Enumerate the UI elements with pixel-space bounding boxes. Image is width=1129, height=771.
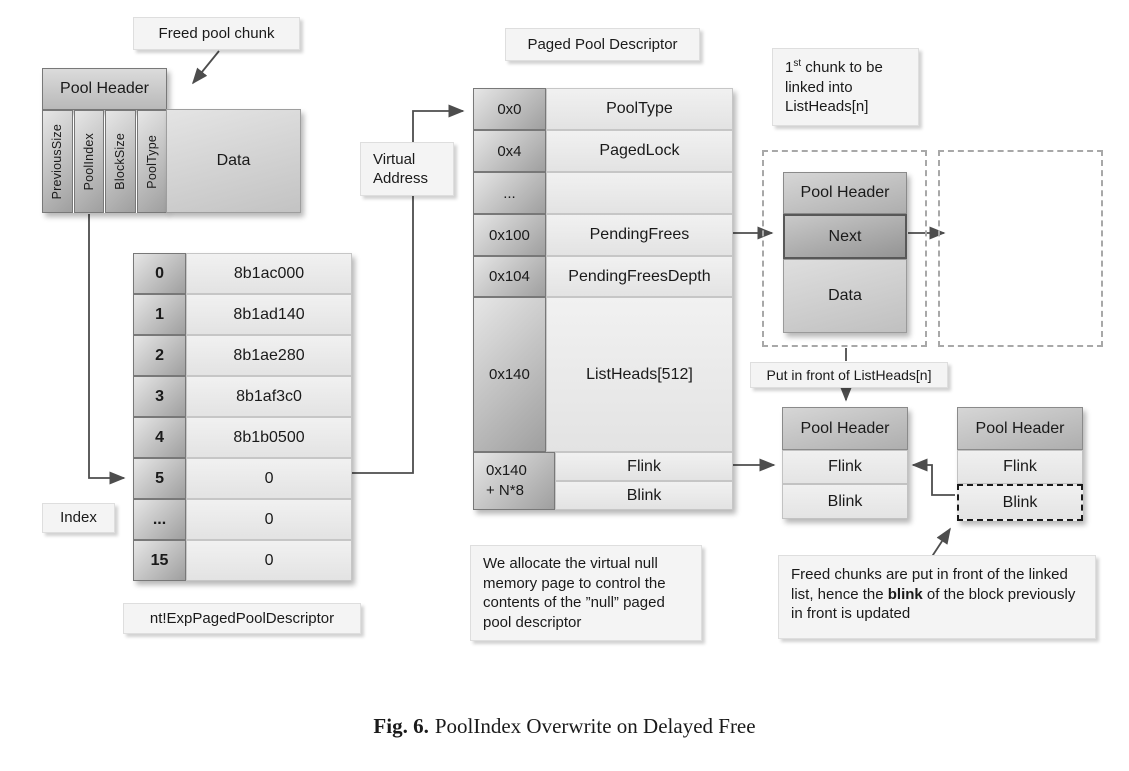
table-row: 0x100 PendingFrees bbox=[473, 214, 733, 256]
arrow-freed-pool-chunk bbox=[191, 50, 220, 85]
index-cell: 0 bbox=[133, 253, 187, 294]
value-cell: 0 bbox=[186, 499, 352, 540]
paged-pool-descriptor-label: Paged Pool Descriptor bbox=[505, 28, 700, 61]
index-cell: ... bbox=[133, 499, 187, 540]
offset-line1: 0x140 bbox=[486, 461, 527, 479]
freed-pool-chunk-label: Freed pool chunk bbox=[133, 17, 300, 50]
figure-caption: Fig. 6.PoolIndex Overwrite on Delayed Fr… bbox=[0, 714, 1129, 739]
field-cell: PendingFreesDepth bbox=[545, 256, 733, 297]
index-cell: 1 bbox=[133, 294, 187, 335]
list-node-a: Pool Header Flink Blink bbox=[782, 407, 908, 519]
table-row: 0x140 + N*8 Flink Blink bbox=[473, 452, 733, 510]
field-cell bbox=[545, 172, 733, 214]
value-cell: 8b1af3c0 bbox=[186, 376, 352, 417]
list-node-b-flink: Flink bbox=[957, 450, 1083, 484]
index-cell: 2 bbox=[133, 335, 187, 376]
value-cell: 8b1b0500 bbox=[186, 417, 352, 458]
field-cell: ListHeads[512] bbox=[545, 297, 733, 452]
list-node-a-header: Pool Header bbox=[782, 407, 908, 450]
field-poolindex: PoolIndex bbox=[73, 110, 104, 213]
field-previoussize-label: PreviousSize bbox=[50, 123, 65, 200]
list-node-a-blink: Blink bbox=[782, 484, 908, 519]
arrow-note-to-blink bbox=[930, 527, 951, 559]
freed-chunk-pool-header: Pool Header bbox=[42, 68, 167, 110]
offset-cell: 0x140 bbox=[473, 297, 546, 452]
table-row: ... bbox=[473, 172, 733, 214]
arrow-nodeb-blink-to-nodea bbox=[911, 458, 955, 496]
list-node-a-flink: Flink bbox=[782, 450, 908, 484]
freed-chunk-fields: PreviousSize PoolIndex BlockSize PoolTyp… bbox=[42, 110, 167, 213]
null-page-note: We allocate the virtual null memory page… bbox=[470, 545, 702, 641]
field-cell: PoolType bbox=[545, 88, 733, 130]
descriptor-flink-cell: Flink bbox=[555, 452, 733, 481]
flink-blink-cells: Flink Blink bbox=[555, 452, 733, 510]
first-chunk-text: 1st chunk to be linked into ListHeads[n] bbox=[785, 58, 883, 115]
field-blocksize: BlockSize bbox=[105, 110, 136, 213]
offset-cell: 0x100 bbox=[473, 214, 546, 256]
first-chunk-label: 1st chunk to be linked into ListHeads[n] bbox=[772, 48, 919, 126]
next-chunk-dashed-frame bbox=[938, 150, 1103, 347]
index-cell: 5 bbox=[133, 458, 187, 499]
caption-text: PoolIndex Overwrite on Delayed Free bbox=[434, 714, 756, 738]
value-cell: 0 bbox=[186, 458, 352, 499]
paged-pool-descriptor-table: 0x0 PoolType 0x4 PagedLock ... 0x100 Pen… bbox=[473, 88, 733, 510]
list-node-b-header: Pool Header bbox=[957, 407, 1083, 450]
freed-chunks-note-text: Freed chunks are put in front of the lin… bbox=[791, 566, 1076, 622]
offset-cell: 0x4 bbox=[473, 130, 546, 172]
table-row: 15 0 bbox=[133, 540, 352, 581]
value-cell: 8b1ac000 bbox=[186, 253, 352, 294]
table-row: 4 8b1b0500 bbox=[133, 417, 352, 458]
put-in-front-label: Put in front of ListHeads[n] bbox=[750, 362, 948, 388]
table-row: 0x4 PagedLock bbox=[473, 130, 733, 172]
table-row: 0x104 PendingFreesDepth bbox=[473, 256, 733, 297]
virtual-address-label: Virtual Address bbox=[360, 142, 454, 196]
field-previoussize: PreviousSize bbox=[42, 110, 73, 213]
field-pooltype: PoolType bbox=[136, 110, 167, 213]
field-cell: PendingFrees bbox=[545, 214, 733, 256]
offset-cell: 0x104 bbox=[473, 256, 546, 297]
field-pooltype-label: PoolType bbox=[144, 134, 159, 189]
field-cell: PagedLock bbox=[545, 130, 733, 172]
index-cell: 15 bbox=[133, 540, 187, 581]
pending-chunk: Pool Header Next Data bbox=[783, 172, 907, 333]
freed-chunks-note: Freed chunks are put in front of the lin… bbox=[778, 555, 1096, 639]
table-row: 0x140 ListHeads[512] bbox=[473, 297, 733, 452]
table-row: ... 0 bbox=[133, 499, 352, 540]
freed-chunk-data: Data bbox=[166, 109, 301, 213]
list-node-b-blink: Blink bbox=[957, 484, 1083, 521]
index-table: 0 8b1ac000 1 8b1ad140 2 8b1ae280 3 8b1af… bbox=[133, 253, 352, 581]
pending-chunk-header: Pool Header bbox=[783, 172, 907, 214]
table-row: 0 8b1ac000 bbox=[133, 253, 352, 294]
index-cell: 4 bbox=[133, 417, 187, 458]
table-row: 0x0 PoolType bbox=[473, 88, 733, 130]
value-cell: 8b1ad140 bbox=[186, 294, 352, 335]
descriptor-blink-cell: Blink bbox=[555, 481, 733, 510]
field-poolindex-label: PoolIndex bbox=[81, 132, 96, 191]
pending-chunk-next: Next bbox=[783, 214, 907, 259]
pending-chunk-data: Data bbox=[783, 259, 907, 333]
index-label: Index bbox=[42, 503, 115, 533]
offset-cell: ... bbox=[473, 172, 546, 214]
value-cell: 0 bbox=[186, 540, 352, 581]
offset-cell: 0x0 bbox=[473, 88, 546, 130]
field-blocksize-label: BlockSize bbox=[113, 133, 128, 190]
nt-exppagedpooldescriptor-label: nt!ExpPagedPoolDescriptor bbox=[123, 603, 361, 634]
offset-cell-n8: 0x140 + N*8 bbox=[473, 452, 556, 510]
index-cell: 3 bbox=[133, 376, 187, 417]
caption-number: Fig. 6. bbox=[373, 714, 429, 738]
table-row: 1 8b1ad140 bbox=[133, 294, 352, 335]
pending-chunk-dashed-frame bbox=[762, 150, 927, 347]
table-row: 3 8b1af3c0 bbox=[133, 376, 352, 417]
offset-line2: + N*8 bbox=[486, 482, 524, 499]
arrow-poolindex-to-index5 bbox=[88, 214, 126, 485]
list-node-b: Pool Header Flink Blink bbox=[957, 407, 1083, 521]
arrow-index5-to-descriptor bbox=[352, 104, 465, 474]
table-row: 5 0 bbox=[133, 458, 352, 499]
value-cell: 8b1ae280 bbox=[186, 335, 352, 376]
table-row: 2 8b1ae280 bbox=[133, 335, 352, 376]
